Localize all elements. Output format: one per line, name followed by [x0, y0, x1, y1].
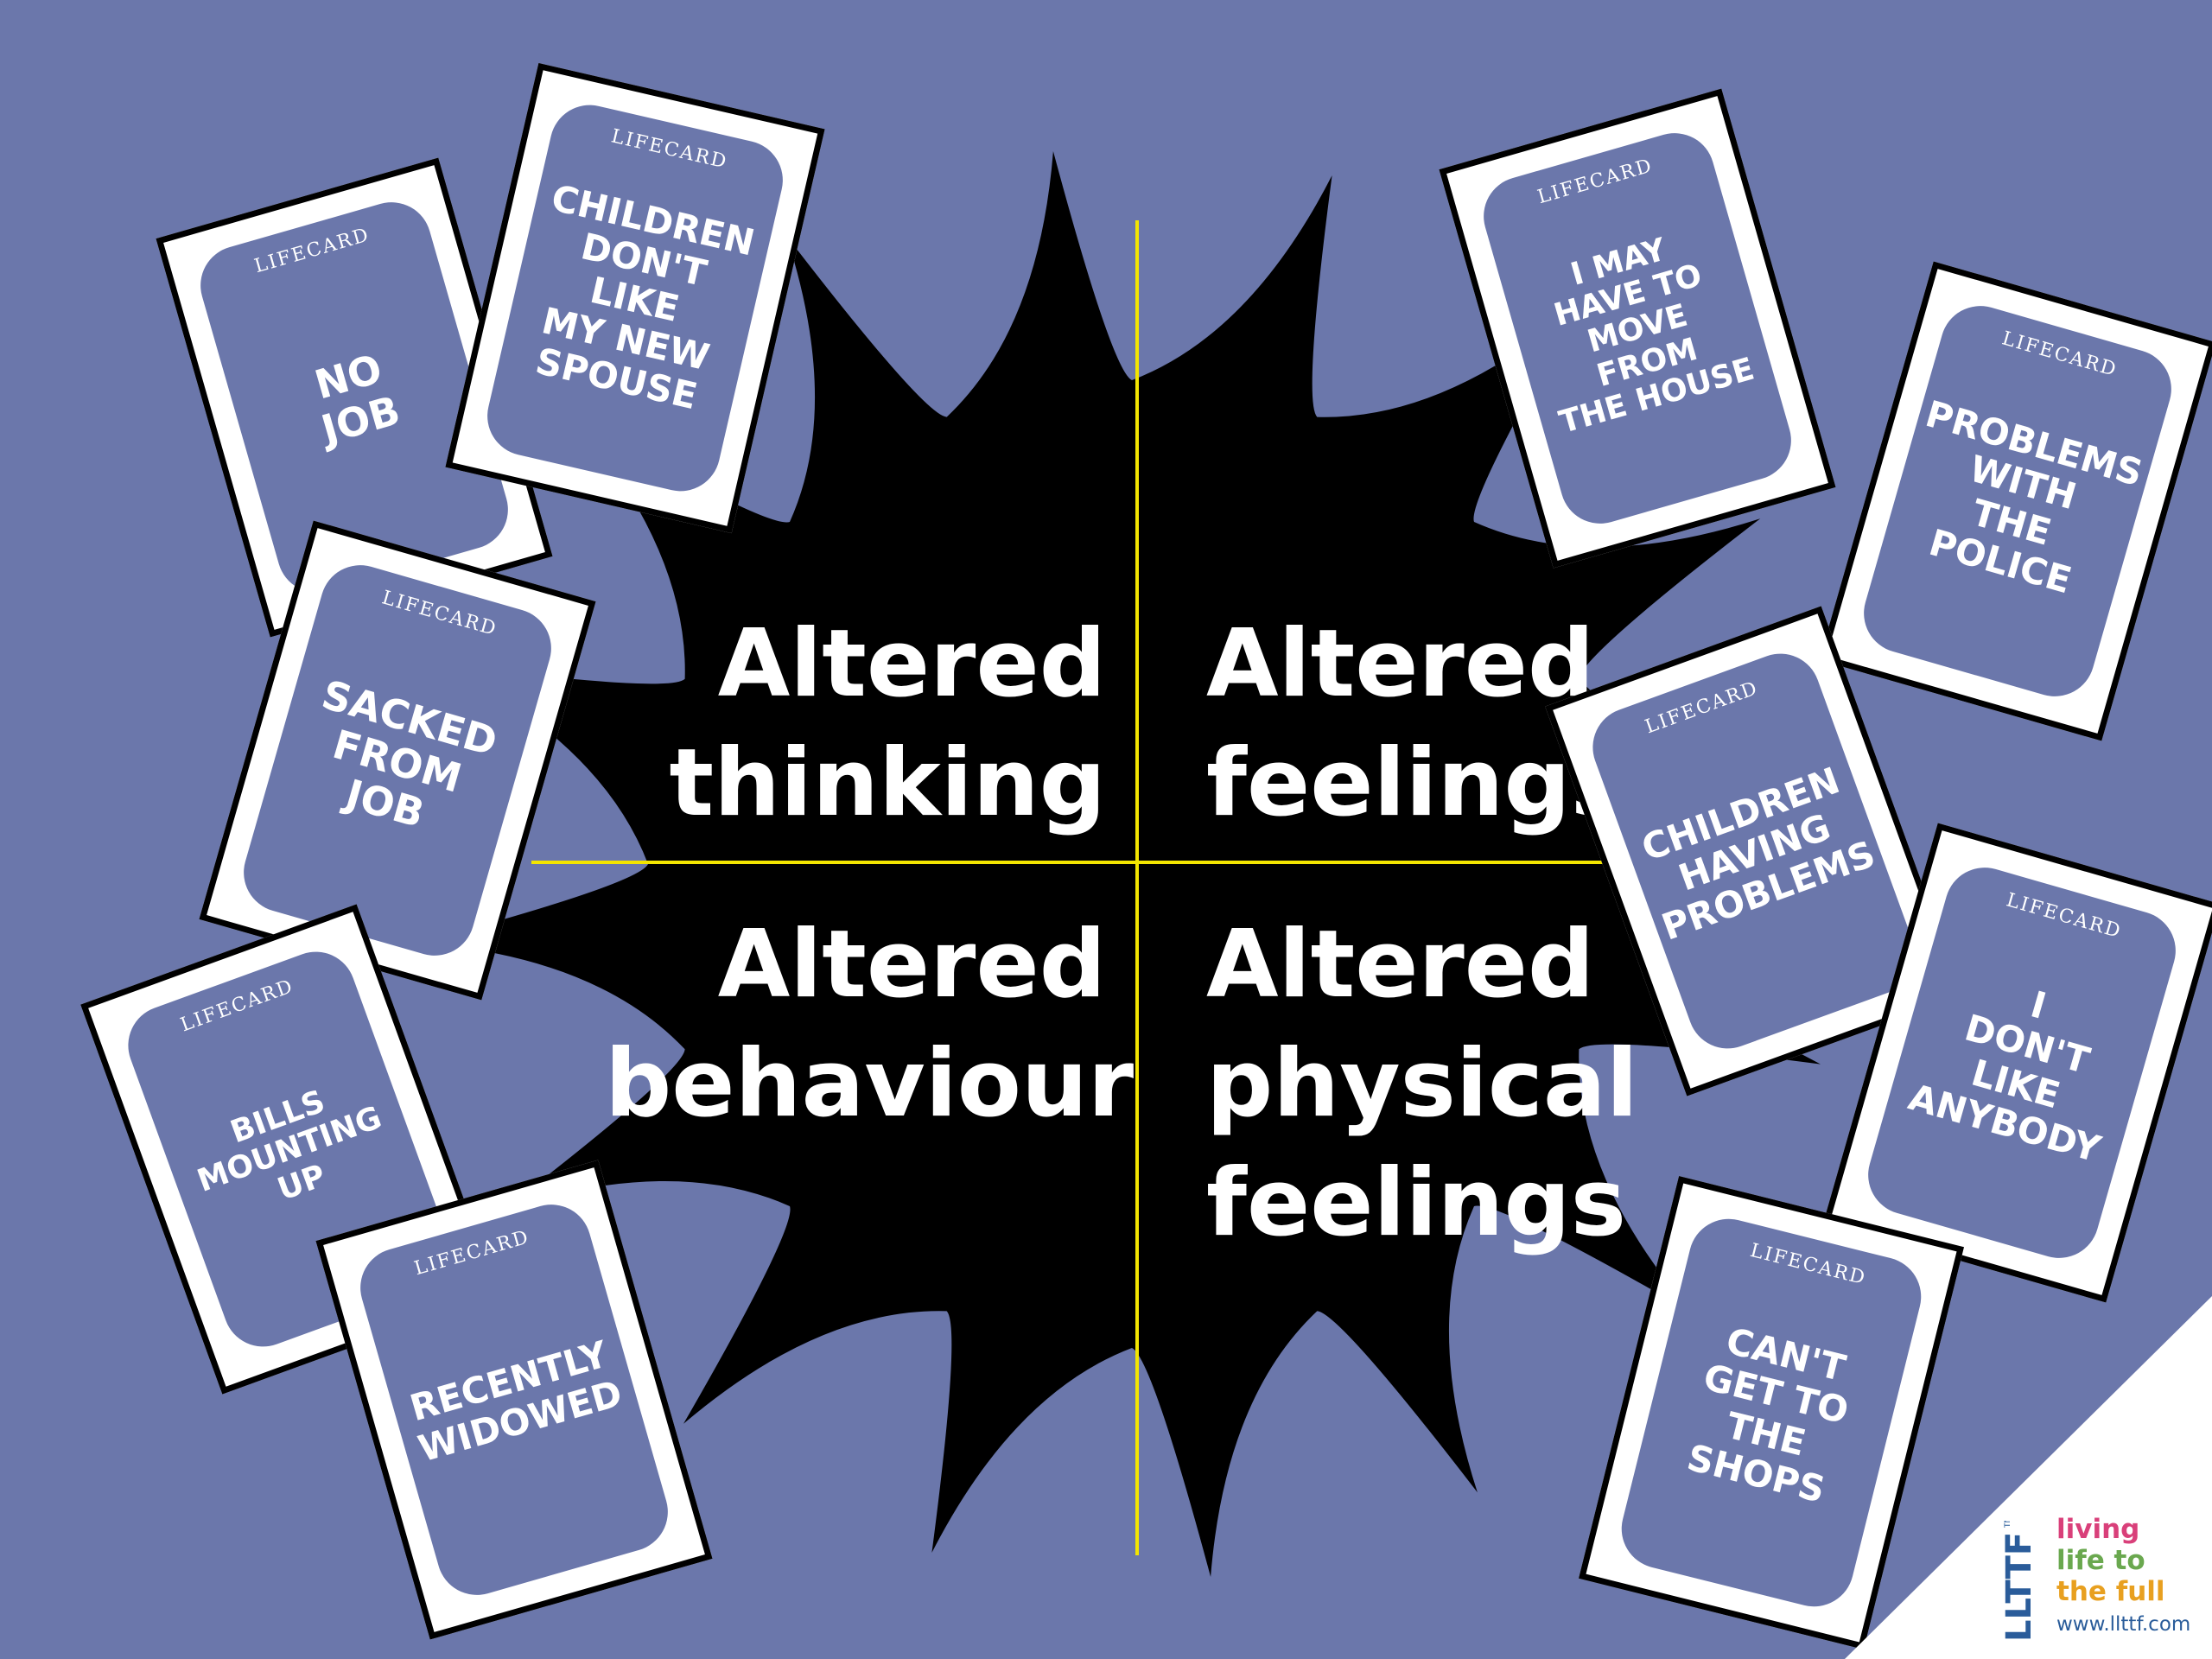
label-altered-thinking: Altered thinking — [669, 610, 1106, 837]
label-altered-physical-feelings: Altered physical feelings — [1206, 911, 1638, 1257]
tagline-line-1: living — [2056, 1514, 2140, 1545]
tagline-line-2: life to — [2056, 1545, 2145, 1576]
lltff-logo: LLTTF TM — [1999, 1521, 2039, 1642]
logo-trademark: TM — [2004, 1521, 2012, 1529]
label-altered-feelings: Altered feelings — [1206, 610, 1626, 837]
tagline-line-3: the full — [2056, 1576, 2165, 1607]
label-altered-behaviour: Altered behaviour — [605, 911, 1135, 1138]
logo-url: www.llttf.com — [2056, 1613, 2191, 1636]
logo-tagline: living life to the full — [2056, 1514, 2165, 1607]
logo-wordmark: LLTTF — [1999, 1532, 2039, 1642]
